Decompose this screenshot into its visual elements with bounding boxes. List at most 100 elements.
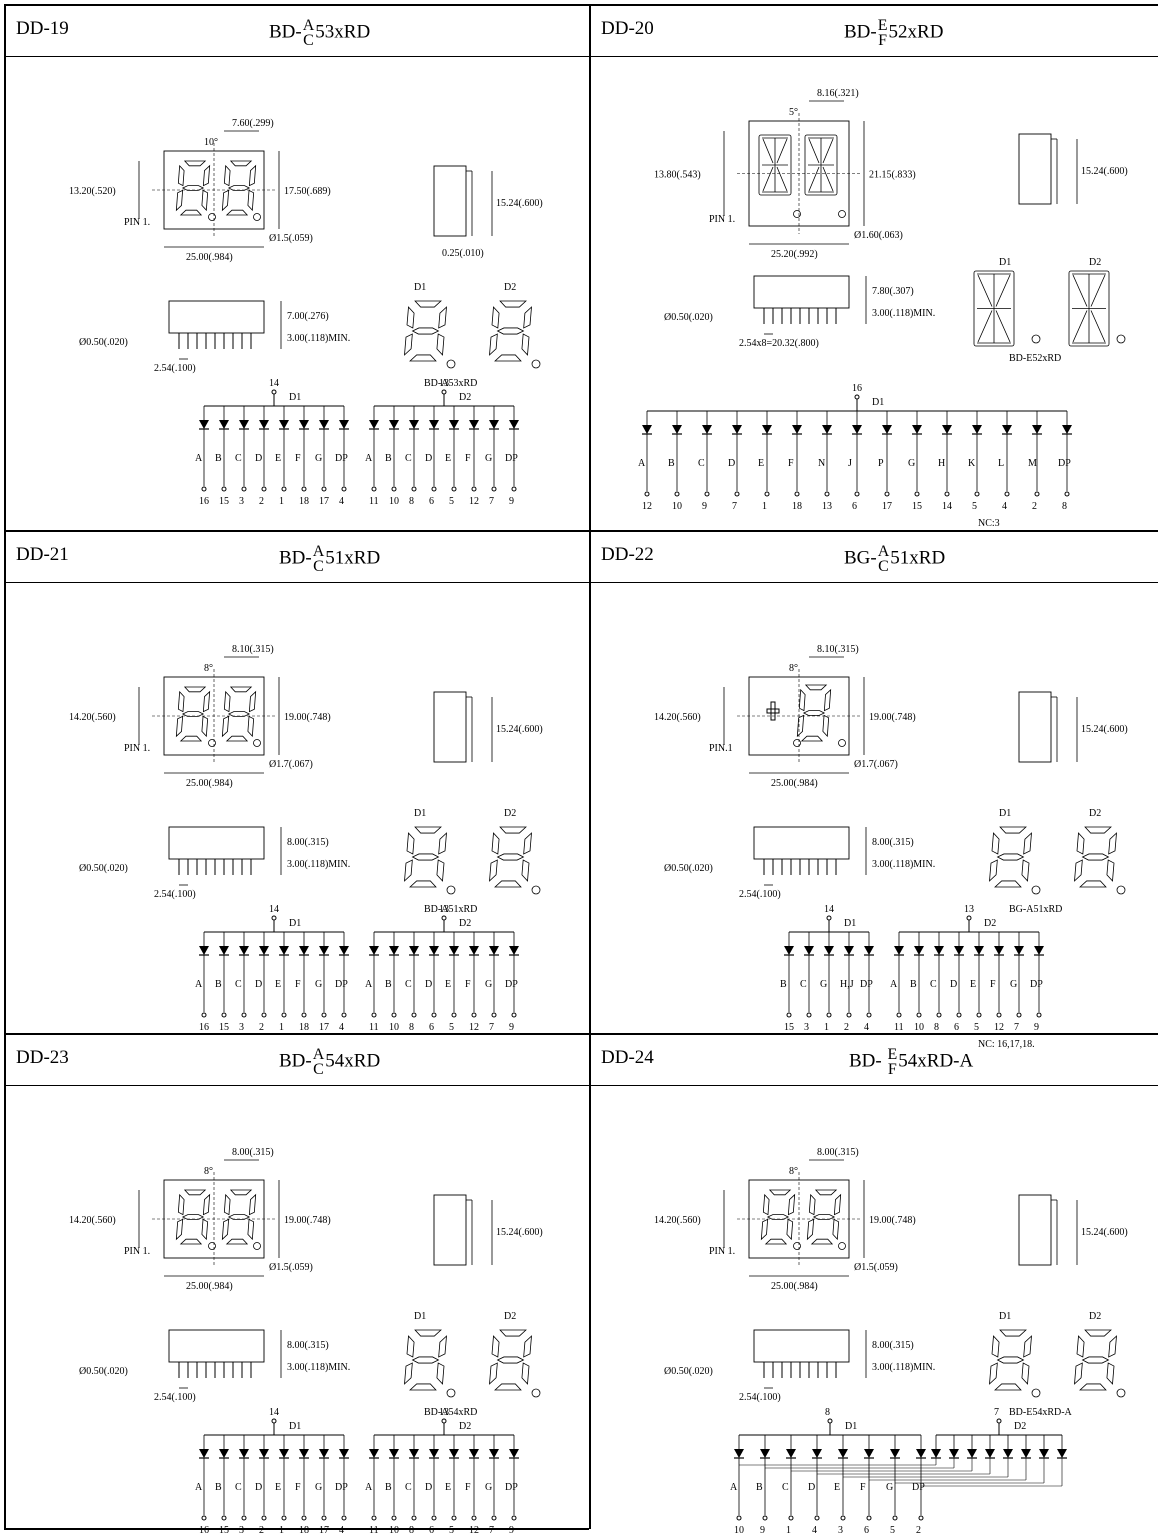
segment-name: J — [848, 458, 852, 469]
segment — [814, 1189, 838, 1196]
pin-number: 10 — [734, 1525, 744, 1533]
dim-total-height: 19.00(.748) — [284, 1215, 331, 1226]
circuit-digit-1-label: D1 — [289, 1421, 301, 1432]
segment — [489, 859, 498, 882]
pin-terminal — [914, 491, 920, 497]
led-diode — [760, 1449, 770, 1459]
no-connect-note: NC: 16,17,18. — [978, 1039, 1035, 1050]
segment-frame — [1068, 270, 1110, 347]
model-variant-top: E — [887, 1046, 898, 1063]
pin-number: 2 — [259, 1525, 264, 1533]
segment — [183, 686, 207, 693]
pin-number: 18 — [792, 501, 802, 512]
diode-triangle — [449, 946, 459, 955]
segment-name: A — [365, 979, 373, 990]
pin-terminal — [1016, 1012, 1022, 1018]
diode-triangle — [1021, 1449, 1031, 1458]
common-pin-1 — [271, 389, 277, 395]
package-side-view — [1018, 691, 1052, 763]
decimal-point — [446, 1388, 456, 1398]
dim-digit-height: 13.80(.543) — [654, 170, 701, 181]
segment-name: A — [890, 979, 898, 990]
pin-1-marker: PIN 1. — [124, 217, 150, 228]
pin-number: 3 — [838, 1525, 843, 1533]
digit-1 — [175, 160, 211, 216]
diode-triangle — [942, 425, 952, 434]
dimension-line — [995, 274, 1011, 307]
segment-name: E — [275, 979, 281, 990]
led-diode — [259, 1449, 269, 1459]
segment — [991, 832, 1000, 855]
diode-triangle — [369, 946, 379, 955]
segment — [227, 185, 251, 191]
led-diode — [642, 425, 652, 435]
segment — [247, 1218, 255, 1241]
led-diode — [852, 425, 862, 435]
pin-number: 9 — [760, 1525, 765, 1533]
segment-name: F — [788, 458, 794, 469]
pin-terminal — [814, 1515, 820, 1521]
diode-triangle — [219, 1449, 229, 1458]
diode-triangle — [239, 1449, 249, 1458]
diode-triangle — [784, 946, 794, 955]
segment-name: E — [445, 979, 451, 990]
dimension-line — [822, 138, 834, 164]
segment — [494, 1383, 522, 1391]
led-diode — [762, 425, 772, 435]
pin-terminal — [371, 1012, 377, 1018]
pin-number: 4 — [812, 1525, 817, 1533]
led-diode — [1032, 425, 1042, 435]
segment — [181, 1214, 205, 1220]
segment — [225, 1238, 249, 1245]
pin-terminal — [341, 1515, 347, 1521]
pin-number: 15 — [219, 1022, 229, 1033]
pin-terminal — [762, 1515, 768, 1521]
diode-triangle — [864, 1449, 874, 1458]
segment — [175, 189, 184, 212]
pin-terminal — [896, 1012, 902, 1018]
segment — [202, 690, 211, 713]
segment — [494, 354, 522, 362]
led-diode — [894, 946, 904, 956]
diode-triangle — [954, 946, 964, 955]
pin-terminal — [221, 1515, 227, 1521]
dim-width: 25.20(.992) — [771, 249, 818, 260]
pin-terminal — [321, 1012, 327, 1018]
pin-number: 6 — [864, 1525, 869, 1533]
model-suffix: 51xRD — [325, 547, 381, 569]
segment-name: M — [1028, 458, 1037, 469]
dim-pin-diameter: Ø0.50(.020) — [664, 1366, 713, 1377]
segment — [496, 327, 525, 335]
led-diode — [914, 946, 924, 956]
led-diode — [199, 946, 209, 956]
dim-pin-length: 3.00(.118)MIN. — [287, 333, 350, 344]
diode-triangle — [239, 946, 249, 955]
pin-terminal — [846, 1012, 852, 1018]
digit-1-label: D1 — [414, 282, 426, 293]
diode-triangle — [339, 946, 349, 955]
decimal-point — [1031, 334, 1041, 344]
id-digit-2 — [489, 826, 532, 888]
decimal-point — [1031, 1388, 1041, 1398]
diode-triangle — [974, 946, 984, 955]
pin-terminal — [391, 486, 397, 492]
digit-1-label: D1 — [999, 257, 1011, 268]
led-diode — [489, 946, 499, 956]
segment — [832, 1218, 840, 1241]
pin-number: 7 — [1014, 1022, 1019, 1033]
pin-number: 7 — [489, 496, 494, 507]
circuit-digit-2-label: D2 — [459, 392, 471, 403]
diode-triangle — [949, 1449, 959, 1458]
dim-total-height: 21.15(.833) — [869, 170, 916, 181]
pin-number: 1 — [786, 1525, 791, 1533]
segment — [179, 1238, 203, 1245]
pin-number: 10 — [389, 496, 399, 507]
diagram-code: DD-21 — [16, 544, 69, 565]
pin-number: 1 — [279, 1525, 284, 1533]
pin-terminal — [974, 491, 980, 497]
common-pin-2-number: 13 — [439, 378, 449, 389]
segment-name: G — [485, 979, 492, 990]
segment — [179, 735, 203, 742]
led-diode — [1034, 946, 1044, 956]
